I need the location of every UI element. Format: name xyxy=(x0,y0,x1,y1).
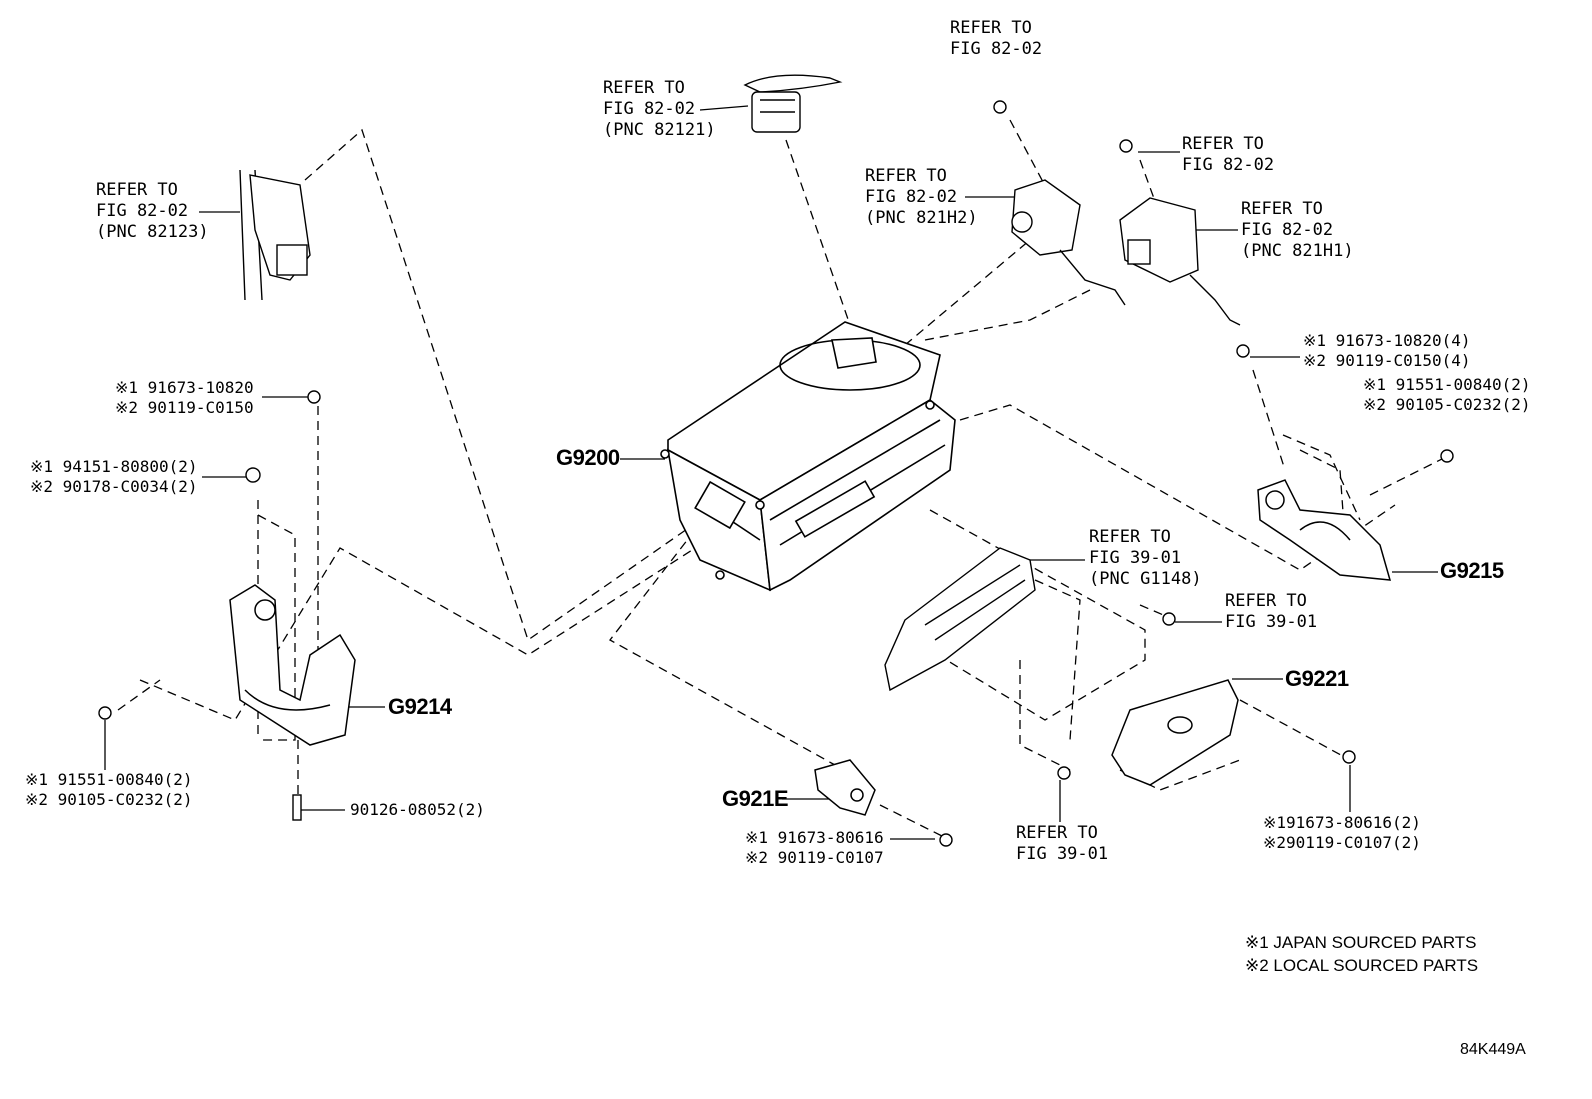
part-number-p3: ※1 91551-00840(2)※2 90105-C0232(2) xyxy=(25,770,193,809)
part-number-p4: 90126-08052(2) xyxy=(350,800,485,819)
inverter-assembly-drawing xyxy=(660,321,956,592)
part-g921e xyxy=(814,759,876,816)
legend-local: ※2 LOCAL SOURCED PARTS xyxy=(1245,956,1479,975)
sourcing-legend: ※1 JAPAN SOURCED PARTS ※2 LOCAL SOURCED … xyxy=(1245,931,1478,977)
bolt-icons xyxy=(98,100,1454,847)
dashed-leader-lines xyxy=(117,119,1451,841)
sensor-821h1 xyxy=(1119,197,1241,326)
sensor-82123 xyxy=(239,169,311,301)
part-number-p2: ※1 94151-80800(2)※2 90178-C0034(2) xyxy=(30,457,198,496)
part-number-p5: ※1 91673-80616※2 90119-C0107 xyxy=(745,828,884,867)
part-number-p1: ※1 91673-10820※2 90119-C0150 xyxy=(115,378,254,417)
callout-g9221: G9221 xyxy=(1285,666,1349,691)
part-number-p6: ※1 91673-10820(4)※2 90119-C0150(4) xyxy=(1303,331,1471,370)
figure-code: 84K449A xyxy=(1460,1041,1526,1058)
part-number-p8: ※191673-80616(2)※290119-C0107(2) xyxy=(1263,813,1421,852)
callout-g9214: G9214 xyxy=(388,694,452,719)
legend-japan: ※1 JAPAN SOURCED PARTS xyxy=(1245,933,1477,952)
sensor-821h2 xyxy=(1011,179,1126,306)
sensor-connector-82121 xyxy=(743,74,843,133)
callout-g9215: G9215 xyxy=(1440,558,1504,583)
bracket-g9214 xyxy=(229,584,356,746)
bracket-g9215 xyxy=(1257,479,1392,581)
solid-leader-lines xyxy=(104,105,1438,840)
cover-g1148 xyxy=(884,547,1036,692)
callout-g9200: G9200 xyxy=(556,445,620,470)
cover-g9221 xyxy=(1111,679,1239,786)
part-number-p7: ※1 91551-00840(2)※2 90105-C0232(2) xyxy=(1363,375,1531,414)
callout-g921e: G921E xyxy=(722,786,789,811)
